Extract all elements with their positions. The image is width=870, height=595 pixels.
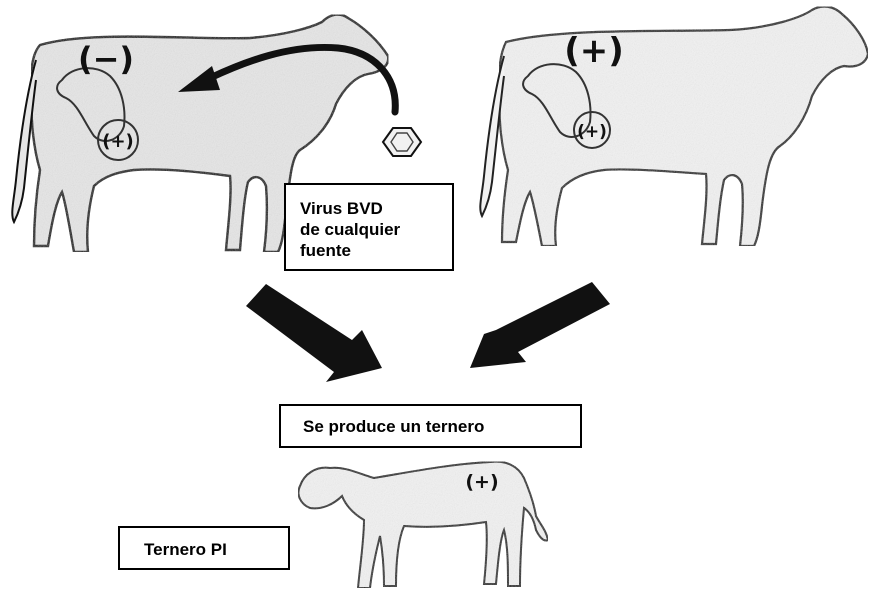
virus-label-line-2: de cualquier: [300, 219, 452, 240]
right-cow: (+) (+): [480, 7, 868, 246]
calf-produced-label: Se produce un ternero: [279, 404, 582, 448]
left-cow-body-sign: (−): [78, 40, 134, 78]
left-cow-tail: [12, 60, 36, 222]
pi-calf: (+): [298, 462, 548, 588]
right-cow-fetus-sign: (+): [577, 122, 607, 142]
calf-sign: (+): [465, 471, 498, 493]
arrow-right-to-center: [470, 282, 610, 368]
virus-source-label: Virus BVD de cualquier fuente: [284, 183, 454, 271]
right-cow-body-sign: (+): [564, 31, 624, 71]
left-cow-fetus-sign: (+): [102, 131, 134, 152]
virus-label-line-1: Virus BVD: [300, 198, 452, 219]
right-cow-body: [499, 7, 868, 246]
virus-particle-icon: [383, 128, 421, 156]
virus-label-line-3: fuente: [300, 240, 452, 261]
calf-body: [298, 462, 548, 588]
pi-calf-label: Ternero PI: [118, 526, 290, 570]
arrow-left-to-center: [246, 284, 382, 382]
